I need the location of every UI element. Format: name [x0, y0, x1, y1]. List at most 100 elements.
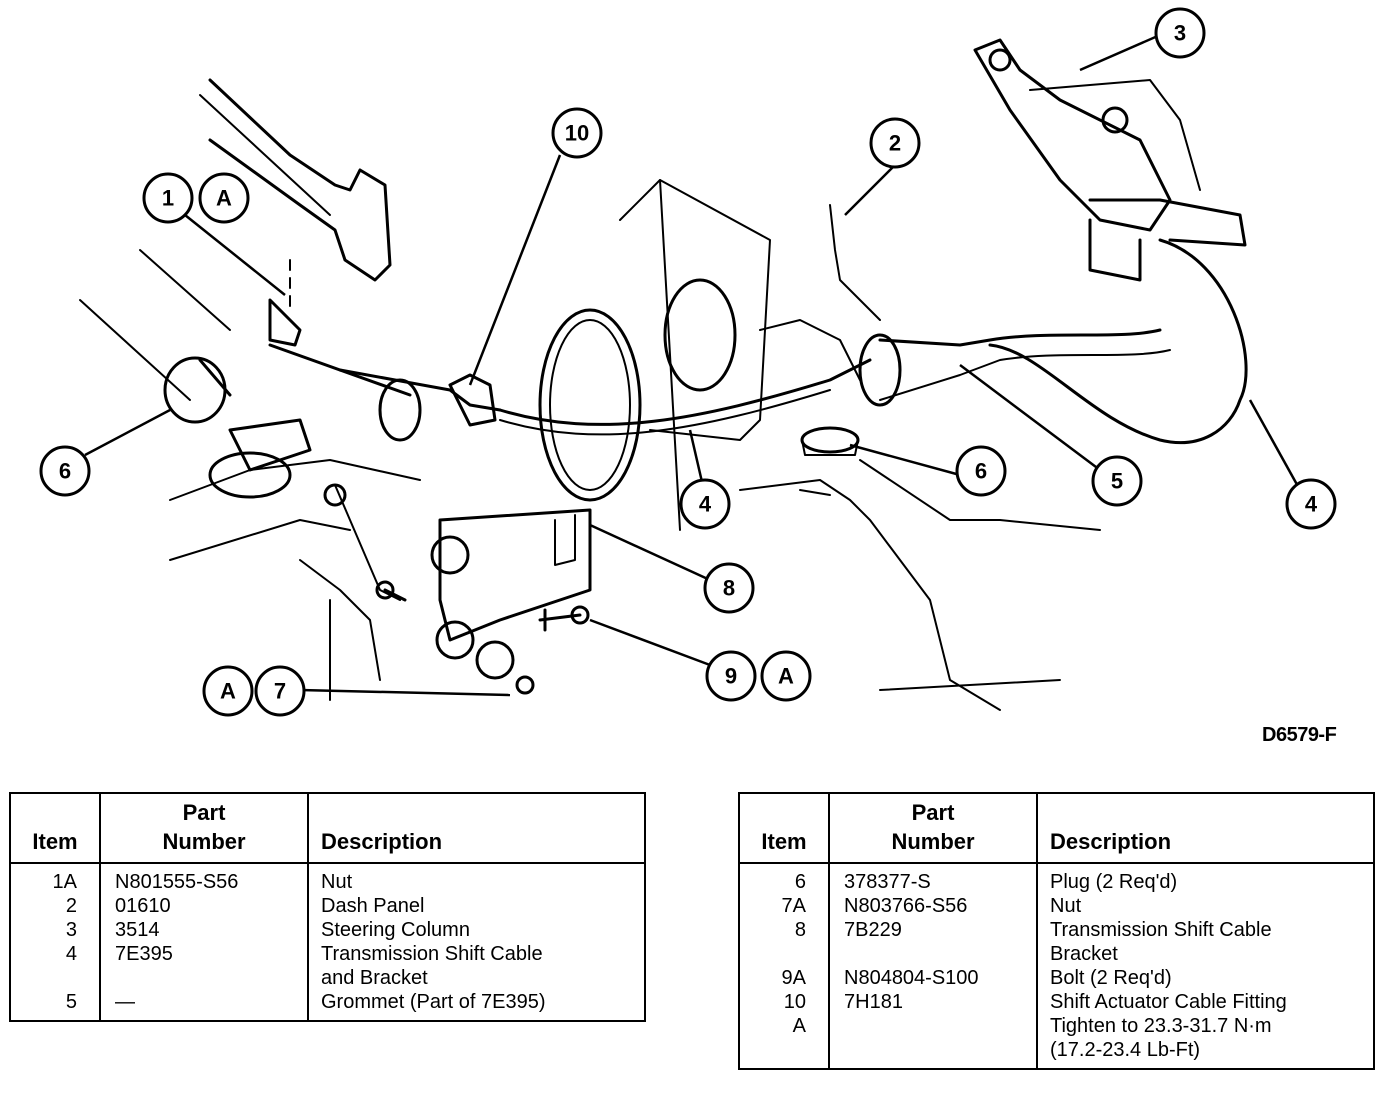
description-line: and Bracket: [321, 967, 428, 989]
cell-description: Tighten to 23.3-31.7 N·m(17.2-23.4 Lb-Ft…: [1037, 1014, 1374, 1062]
cell-part-number: 7E395: [100, 942, 309, 990]
header-item: Item: [739, 793, 830, 864]
callout-label: 8: [723, 576, 735, 601]
description-line: (17.2-23.4 Lb-Ft): [1050, 1039, 1201, 1061]
callout-10: 10: [551, 107, 603, 159]
callout-label: A: [220, 679, 236, 704]
callout-label: 4: [699, 492, 712, 517]
callout-label: 9: [725, 664, 737, 689]
table-spacer-row: [739, 1062, 1374, 1069]
cell-part-number: N801555-S56: [100, 863, 309, 894]
spacer-cell: [100, 1014, 309, 1021]
table-row: A Tighten to 23.3-31.7 N·m(17.2-23.4 Lb-F…: [739, 1014, 1374, 1062]
description-line: Nut: [1050, 895, 1082, 917]
callout-label: 4: [1305, 492, 1318, 517]
callout-a-7: A: [202, 665, 254, 717]
callout-a: A: [198, 172, 250, 224]
figure-id: D6579-F: [1262, 724, 1337, 746]
cell-item: 2: [10, 894, 101, 918]
description-line: Shift Actuator Cable Fitting: [1050, 991, 1287, 1013]
callout-label: 6: [975, 459, 987, 484]
header-part-line1: Part: [182, 800, 226, 825]
cell-description: Nut: [1037, 894, 1374, 918]
callout-label: A: [216, 186, 232, 211]
cell-part-number: 7B229: [829, 918, 1038, 966]
cell-item: 10: [739, 990, 830, 1014]
header-description: Description: [1037, 793, 1374, 864]
header-description: Description: [308, 793, 645, 864]
cell-item: 1A: [10, 863, 101, 894]
callout-1: 1: [142, 172, 194, 224]
callout-a-9: A: [760, 650, 812, 702]
cell-item: 4: [10, 942, 101, 990]
spacer-cell: [10, 1014, 101, 1021]
description-line: Transmission Shift Cable: [321, 943, 543, 965]
callout-8: 8: [703, 562, 755, 614]
spacer-cell: [739, 1062, 830, 1069]
shift-cable-diagram: 1 A 10 2 3 6 6 4 4 5 8 9 A A 7: [39, 7, 1337, 717]
cell-item: 7A: [739, 894, 830, 918]
callout-4-center: 4: [679, 478, 731, 530]
header-part-line2: Number: [162, 829, 246, 854]
cell-part-number: 01610: [100, 894, 309, 918]
spacer-cell: [829, 1062, 1038, 1069]
cell-description: Plug (2 Req'd): [1037, 863, 1374, 894]
callout-label: 7: [274, 679, 286, 704]
header-part-line1: Part: [911, 800, 955, 825]
cell-part-number: N803766-S56: [829, 894, 1038, 918]
header-part-line2: Number: [891, 829, 975, 854]
cell-part-number: 7H181: [829, 990, 1038, 1014]
cell-item: 6: [739, 863, 830, 894]
description-line: Bracket: [1050, 943, 1118, 965]
callout-2: 2: [869, 117, 921, 169]
callout-label: 10: [565, 121, 589, 146]
cell-item: 9A: [739, 966, 830, 990]
cell-part-number: —: [100, 990, 309, 1014]
cell-description: Shift Actuator Cable Fitting: [1037, 990, 1374, 1014]
cell-description: Dash Panel: [308, 894, 645, 918]
cell-part-number: N804804-S100: [829, 966, 1038, 990]
callout-label: A: [778, 664, 794, 689]
cell-item: 3: [10, 918, 101, 942]
callout-6-left: 6: [39, 445, 91, 497]
table-row: 5—Grommet (Part of 7E395): [10, 990, 645, 1014]
callout-5: 5: [1091, 455, 1143, 507]
description-line: Steering Column: [321, 919, 470, 941]
description-line: Plug (2 Req'd): [1050, 871, 1178, 893]
cell-description: Nut: [308, 863, 645, 894]
cell-item: A: [739, 1014, 830, 1062]
cell-description: Grommet (Part of 7E395): [308, 990, 645, 1014]
cell-part-number: 3514: [100, 918, 309, 942]
callout-label: 1: [162, 186, 174, 211]
description-line: Transmission Shift Cable: [1050, 919, 1272, 941]
cell-part-number: 378377-S: [829, 863, 1038, 894]
callout-label: 5: [1111, 469, 1123, 494]
header-item: Item: [10, 793, 101, 864]
table-spacer-row: [10, 1014, 645, 1021]
cell-part-number: [829, 1014, 1038, 1062]
cell-item: 8: [739, 918, 830, 966]
callout-9: 9: [705, 650, 757, 702]
cell-item: 5: [10, 990, 101, 1014]
callout-label: 3: [1174, 21, 1186, 46]
callout-4-right: 4: [1285, 478, 1337, 530]
spacer-cell: [308, 1014, 645, 1021]
description-line: Nut: [321, 871, 353, 893]
callout-6-right: 6: [955, 445, 1007, 497]
callout-7: 7: [254, 665, 306, 717]
